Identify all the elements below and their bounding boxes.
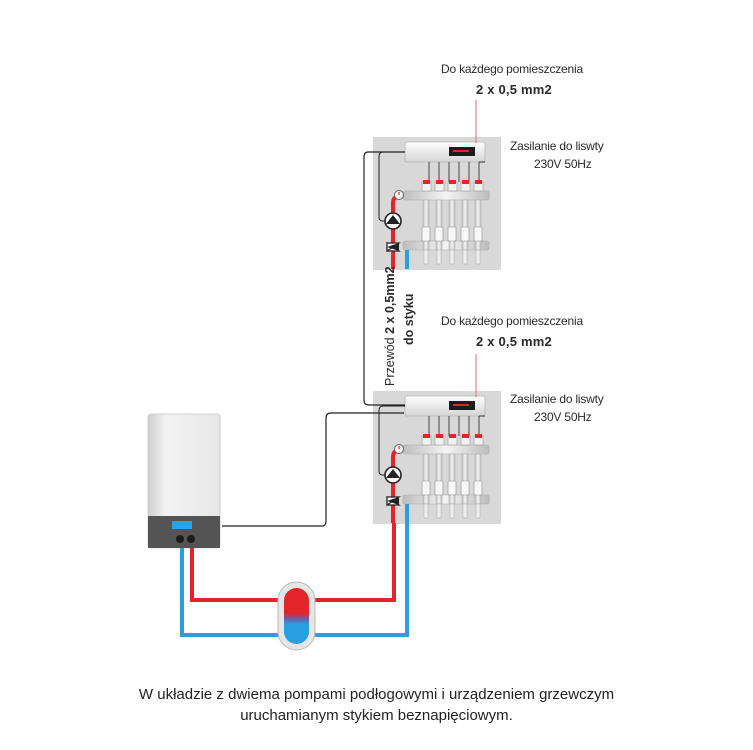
lower-power-line1: Zasilanie do liswty (510, 392, 604, 406)
upper-room-wire: 2 x 0,5 mm2 (476, 82, 552, 97)
upper-manifold-cabinet (371, 135, 503, 272)
lower-power-line2: 230V 50Hz (534, 410, 592, 424)
boiler (147, 413, 221, 549)
upper-power-line1: Zasilanie do liswty (510, 139, 604, 153)
link-wire-label: Przewód 2 x 0,5mm2 (383, 266, 397, 386)
lower-room-note: Do każdego pomieszczenia (441, 314, 583, 328)
link-wire-label-line2: do styku (402, 293, 416, 345)
upper-room-note: Do każdego pomieszczenia (441, 62, 583, 76)
boiler-display (172, 521, 192, 529)
boiler-contact-wire (222, 412, 404, 527)
lower-manifold-cabinet (371, 389, 503, 526)
buffer-tank (277, 581, 316, 651)
lower-room-wire: 2 x 0,5 mm2 (476, 334, 552, 349)
caption-line2: uruchamianym stykiem beznapięciowym. (240, 707, 513, 724)
upper-power-line2: 230V 50Hz (534, 157, 592, 171)
caption-line1: W układzie z dwiema pompami podłogowymi … (138, 686, 615, 703)
link-wire-label-prefix: Przewód (383, 333, 397, 386)
link-wire-label-bold: 2 x 0,5mm2 (383, 266, 397, 334)
link-wire (363, 151, 405, 406)
